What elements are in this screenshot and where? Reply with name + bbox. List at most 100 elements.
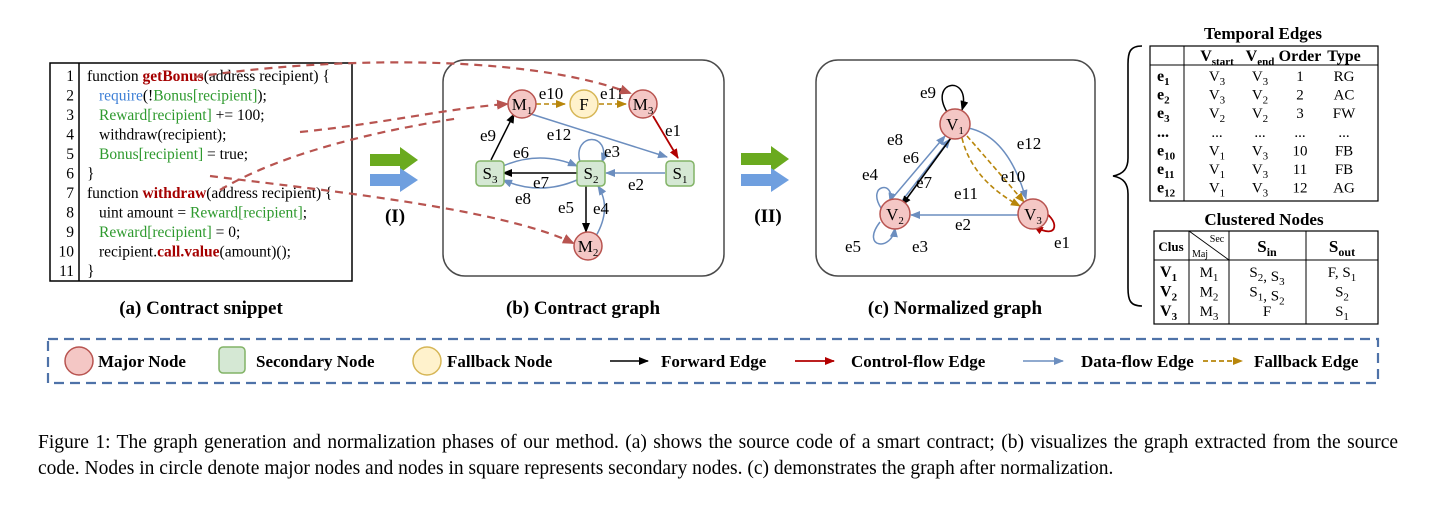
legend-fallback-swatch <box>412 346 442 376</box>
clustered-head-sout: S <box>1329 237 1338 256</box>
clustered-head-sec: Sec <box>1210 234 1225 245</box>
code-line: } <box>87 263 94 280</box>
temporal-edge-id: e3 <box>1157 105 1170 125</box>
legend-fallback-edge-label: Fallback Edge <box>1254 352 1359 371</box>
code-line: function withdraw(address recipient) { <box>87 185 332 202</box>
edge-label-e8: e8 <box>515 189 531 208</box>
edge-label-e2: e2 <box>628 175 644 194</box>
edge-label-e5: e5 <box>558 198 574 217</box>
code-line-number: 3 <box>66 107 74 124</box>
phase-2-label: (II) <box>754 206 781 227</box>
code-line-number: 1 <box>66 68 74 85</box>
clustered-row-maj: M1 <box>1200 265 1219 284</box>
temporal-vend: V3 <box>1252 162 1269 181</box>
temporal-edge-id: ... <box>1157 124 1169 141</box>
svg-text:V2: V2 <box>886 205 904 227</box>
edge-label-c-e8: e8 <box>887 130 903 149</box>
node-m2: M <box>578 237 593 256</box>
edge-label-c-e1: e1 <box>1054 233 1070 252</box>
temporal-vstart: V2 <box>1209 106 1225 125</box>
code-line: withdraw(recipient); <box>99 127 226 144</box>
svg-text:Sout: Sout <box>1329 237 1355 259</box>
svg-text:S3: S3 <box>483 164 498 186</box>
phase-1-label: (I) <box>385 206 405 227</box>
code-line-number: 11 <box>59 263 74 280</box>
node-s1: S <box>673 164 682 183</box>
temporal-vend: ... <box>1254 125 1265 141</box>
svg-text:V1: V1 <box>946 115 964 137</box>
legend-forward-label: Forward Edge <box>661 352 767 371</box>
edge-label-c-e11: e11 <box>954 184 978 203</box>
temporal-header: Vstart <box>1200 48 1234 68</box>
temporal-vstart: V3 <box>1209 88 1226 107</box>
label-c: (c) Normalized graph <box>868 298 1043 319</box>
code-line: Reward[recipient] = 0; <box>99 224 240 241</box>
clustered-head-maj: Maj <box>1192 249 1208 260</box>
label-b: (b) Contract graph <box>506 298 661 319</box>
code-line: Reward[recipient] += 100; <box>99 107 265 124</box>
node-m1: M <box>512 95 527 114</box>
temporal-order: 3 <box>1296 106 1304 122</box>
clustered-row-v: V1 <box>1160 264 1177 284</box>
temporal-order: 12 <box>1293 181 1308 197</box>
code-line-number: 6 <box>66 166 74 183</box>
temporal-vstart: V3 <box>1209 69 1226 88</box>
node-v1: V <box>946 115 959 134</box>
temporal-order: 1 <box>1296 69 1304 85</box>
phase-1-arrows <box>370 147 418 192</box>
code-line: uint amount = Reward[recipient]; <box>99 205 307 222</box>
clustered-row-sin: S1, S2 <box>1249 285 1284 308</box>
temporal-order: 10 <box>1293 143 1308 159</box>
label-a: (a) Contract snippet <box>119 298 283 319</box>
temporal-type: FB <box>1335 162 1353 178</box>
temporal-edge-id: e12 <box>1157 180 1176 200</box>
contract-graph: M1 F M3 S3 S2 S1 M2 e10 e11 e1 e9 e12 e6… <box>442 59 725 277</box>
code-line: require(!Bonus[recipient]); <box>99 88 267 105</box>
node-v3: V <box>1024 205 1037 224</box>
legend-secondary-swatch <box>218 346 246 374</box>
clustered-row-maj: M3 <box>1200 304 1219 323</box>
edge-label-e12: e12 <box>547 125 572 144</box>
node-m3: M <box>633 95 648 114</box>
code-to-graph-links <box>194 61 632 244</box>
code-line: recipient.call.value(amount)(); <box>99 244 291 261</box>
clustered-head-sin: S <box>1257 237 1266 256</box>
temporal-edge-id: e11 <box>1157 161 1175 181</box>
temporal-type: ... <box>1338 125 1349 141</box>
clustered-head-clus: Clus <box>1158 239 1183 254</box>
legend-major-swatch <box>64 346 94 376</box>
temporal-vstart: V1 <box>1209 181 1225 200</box>
temporal-type: AC <box>1334 88 1355 104</box>
node-v2: V <box>886 205 899 224</box>
temporal-order: 2 <box>1296 88 1304 104</box>
svg-text:M1: M1 <box>512 95 533 117</box>
edge-label-e3: e3 <box>604 142 620 161</box>
edge-label-c-e9: e9 <box>920 83 936 102</box>
clustered-row-sin: F <box>1263 304 1271 320</box>
code-line-number: 5 <box>66 146 74 163</box>
legend: Major Node Secondary Node Fallback Node … <box>46 337 1380 385</box>
temporal-title: Temporal Edges <box>1204 24 1322 43</box>
code-line-number: 2 <box>66 88 74 105</box>
clustered-row-sin: S2, S3 <box>1249 265 1285 288</box>
node-f: F <box>579 95 588 114</box>
temporal-vend: V3 <box>1252 143 1269 162</box>
node-s3: S <box>483 164 492 183</box>
code-line-number: 4 <box>66 127 74 144</box>
edge-label-e6: e6 <box>513 143 529 162</box>
normalized-graph: V1 V2 V3 e9 e8 e6 e4 e7 e12 e10 e11 e2 e… <box>815 59 1096 277</box>
edge-label-e1: e1 <box>665 121 681 140</box>
clustered-row-v: V3 <box>1160 303 1178 323</box>
temporal-header: Type <box>1327 48 1360 65</box>
svg-text:M3: M3 <box>633 95 654 117</box>
svg-text:S1: S1 <box>673 164 688 186</box>
table-brace <box>1112 45 1143 307</box>
edge-label-c-e2: e2 <box>955 215 971 234</box>
svg-text:Sin: Sin <box>1257 237 1277 259</box>
temporal-vend: V2 <box>1252 106 1268 125</box>
svg-text:V3: V3 <box>1024 205 1042 227</box>
temporal-edge-id: e2 <box>1157 87 1170 107</box>
clustered-row-sout: F, S1 <box>1328 265 1357 284</box>
temporal-order: ... <box>1294 125 1305 141</box>
